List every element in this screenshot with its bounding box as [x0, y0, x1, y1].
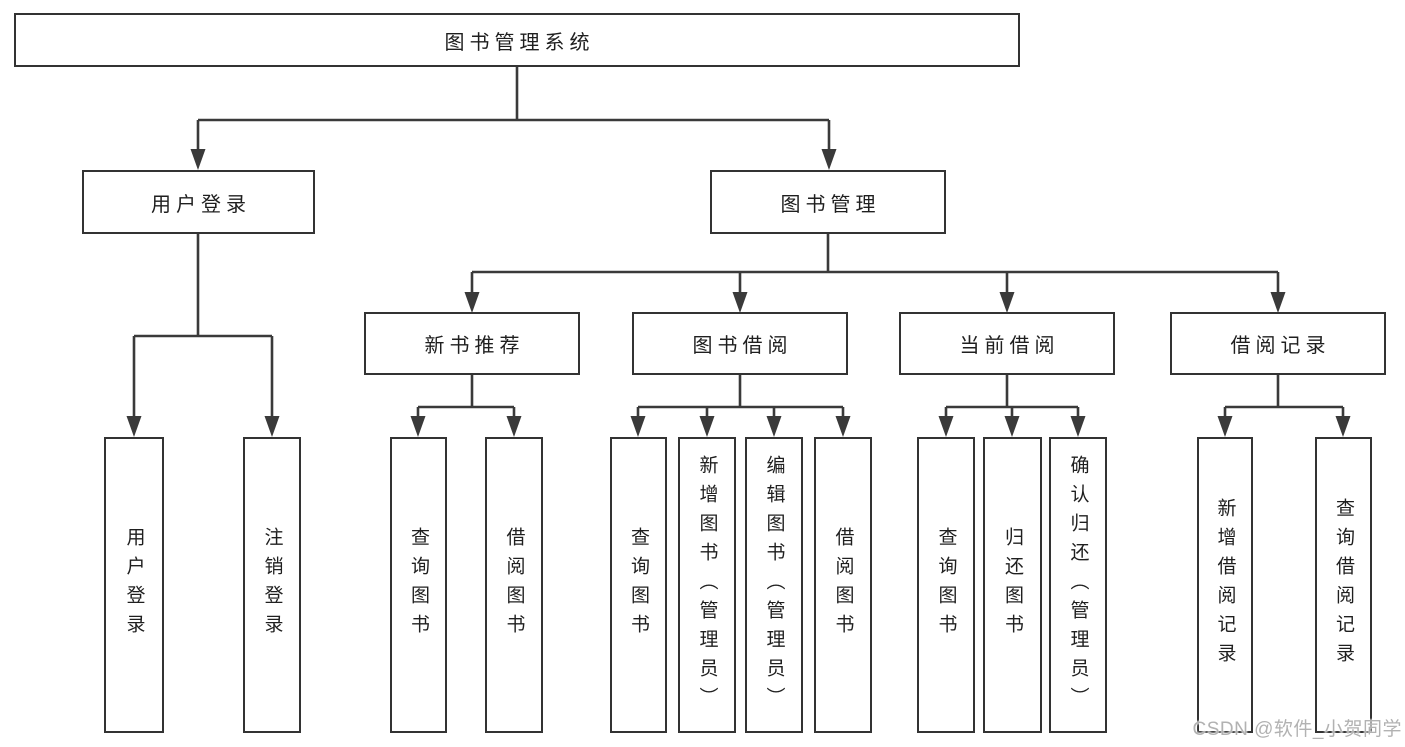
arrowhead-icon	[821, 149, 837, 170]
connector-recommend-to-leaves	[410, 375, 522, 437]
leaf-add-books-admin-label: 新增图书（管理员）	[696, 454, 718, 716]
arrowhead-icon	[999, 292, 1015, 313]
node-book-management-label: 图书管理	[780, 193, 881, 216]
leaf-recommend-query-books: 查询图书	[390, 437, 447, 733]
arrowhead-icon	[732, 292, 748, 313]
arrowhead-icon	[1270, 292, 1286, 313]
leaf-add-borrow-record: 新增借阅记录	[1197, 437, 1253, 733]
arrowhead-icon	[506, 416, 522, 437]
node-new-book-recommend: 新书推荐	[364, 312, 580, 375]
leaf-query-borrow-record-label: 查询借阅记录	[1333, 498, 1354, 672]
node-book-borrowing-label: 图书借阅	[692, 335, 793, 357]
leaf-borrow-books: 借阅图书	[814, 437, 872, 733]
leaf-current-query-books-label: 查询图书	[935, 527, 957, 643]
node-current-borrowing: 当前借阅	[899, 312, 1115, 375]
arrowhead-icon	[126, 416, 142, 437]
connector-current-to-leaves	[938, 375, 1086, 437]
leaf-user-login: 用户登录	[104, 437, 164, 733]
leaf-borrow-query-books-label: 查询图书	[628, 527, 649, 643]
node-book-borrowing: 图书借阅	[632, 312, 848, 375]
leaf-borrow-query-books: 查询图书	[610, 437, 667, 733]
leaf-confirm-return-admin-label: 确认归还（管理员）	[1067, 454, 1089, 716]
arrowhead-icon	[630, 416, 646, 437]
connector-borrow-to-leaves	[630, 375, 851, 437]
arrowhead-icon	[190, 149, 206, 170]
leaf-edit-books-admin: 编辑图书（管理员）	[745, 437, 803, 733]
arrowhead-icon	[938, 416, 954, 437]
arrowhead-icon	[1070, 416, 1086, 437]
node-new-book-recommend-label: 新书推荐	[424, 335, 525, 357]
arrowhead-icon	[1335, 416, 1351, 437]
leaf-user-login-label: 用户登录	[123, 527, 145, 643]
arrowhead-icon	[410, 416, 426, 437]
node-user-login-label: 用户登录	[151, 193, 251, 216]
node-library-management-system-label: 图书管理系统	[444, 31, 595, 54]
leaf-recommend-query-books-label: 查询图书	[408, 527, 429, 643]
connector-login-to-leaves	[126, 234, 280, 437]
connector-records-to-leaves	[1217, 375, 1351, 437]
leaf-borrow-books-label: 借阅图书	[832, 527, 854, 643]
leaf-recommend-borrow-books-label: 借阅图书	[503, 527, 525, 643]
leaf-current-query-books: 查询图书	[917, 437, 975, 733]
node-user-login: 用户登录	[82, 170, 315, 234]
arrowhead-icon	[464, 292, 480, 313]
leaf-add-books-admin: 新增图书（管理员）	[678, 437, 736, 733]
leaf-edit-books-admin-label: 编辑图书（管理员）	[763, 454, 785, 716]
node-borrow-records: 借阅记录	[1170, 312, 1386, 375]
node-library-management-system: 图书管理系统	[14, 13, 1020, 67]
arrowhead-icon	[264, 416, 280, 437]
leaf-return-books: 归还图书	[983, 437, 1042, 733]
leaf-logout-label: 注销登录	[261, 527, 283, 643]
arrowhead-icon	[699, 416, 715, 437]
leaf-query-borrow-record: 查询借阅记录	[1315, 437, 1372, 733]
leaf-return-books-label: 归还图书	[1002, 527, 1023, 643]
leaf-add-borrow-record-label: 新增借阅记录	[1214, 498, 1236, 672]
arrowhead-icon	[835, 416, 851, 437]
leaf-logout: 注销登录	[243, 437, 301, 733]
arrowhead-icon	[766, 416, 782, 437]
leaf-recommend-borrow-books: 借阅图书	[485, 437, 543, 733]
csdn-watermark: CSDN @软件_小贺同学	[1192, 719, 1402, 740]
arrowhead-icon	[1217, 416, 1233, 437]
connector-bookmgmt-to-level3	[464, 234, 1286, 313]
arrowhead-icon	[1004, 416, 1020, 437]
leaf-confirm-return-admin: 确认归还（管理员）	[1049, 437, 1107, 733]
node-book-management: 图书管理	[710, 170, 946, 234]
node-current-borrowing-label: 当前借阅	[959, 335, 1060, 357]
node-borrow-records-label: 借阅记录	[1230, 335, 1331, 357]
connector-root-to-level2	[190, 67, 837, 170]
